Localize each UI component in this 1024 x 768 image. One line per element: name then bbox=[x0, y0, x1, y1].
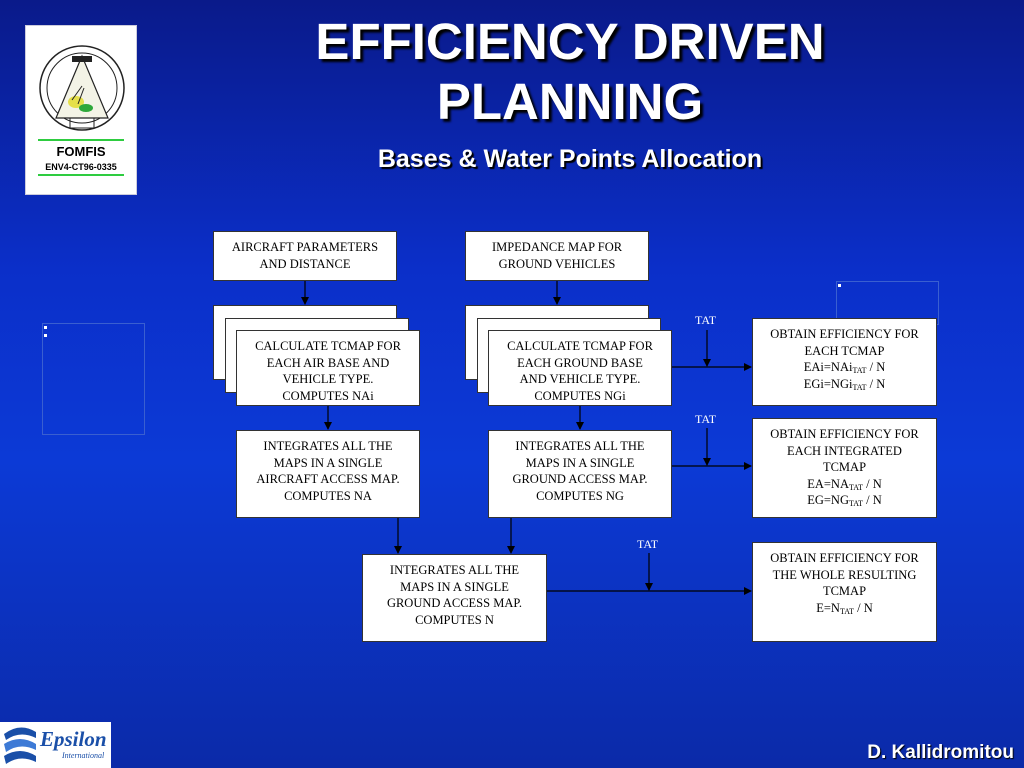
box-line: COMPUTES NA bbox=[284, 488, 372, 503]
formula-part: EAi=NAi bbox=[803, 360, 853, 374]
ghost-frame-left bbox=[42, 323, 145, 435]
efficiency-each-tcmap-box: OBTAIN EFFICIENCY FOR EACH TCMAP EAi=NAi… bbox=[752, 318, 937, 406]
calc-air-box: CALCULATE TCMAP FOR EACH AIR BASE AND VE… bbox=[236, 330, 420, 406]
box-line: COMPUTES NGi bbox=[534, 388, 626, 403]
formula-part: EG=NG bbox=[807, 493, 849, 507]
page-subtitle: Bases & Water Points Allocation bbox=[377, 145, 763, 173]
formula-subscript: TAT bbox=[849, 482, 864, 492]
fomfis-logo: FOMFIS ENV4-CT96-0335 bbox=[25, 25, 137, 195]
box-line: INTEGRATES ALL THE bbox=[389, 563, 520, 577]
integrate-ground-box: INTEGRATES ALL THE MAPS IN A SINGLE GROU… bbox=[488, 430, 672, 518]
formula-subscript: TAT bbox=[839, 606, 854, 616]
formula-part: / N bbox=[866, 476, 882, 491]
formula-eg: EG=NGTAT / N bbox=[753, 492, 936, 509]
box-line: EACH GROUND BASE bbox=[517, 355, 643, 370]
title-line-1: EFFICIENCY DRIVEN bbox=[315, 13, 825, 70]
tat-label-3: TAT bbox=[637, 537, 659, 551]
formula-subscript: TAT bbox=[852, 382, 867, 392]
epsilon-name: Epsilon bbox=[40, 727, 107, 751]
tat-label-1: TAT bbox=[695, 313, 717, 327]
aircraft-parameters-box: AIRCRAFT PARAMETERS AND DISTANCE bbox=[213, 231, 397, 281]
box-line: COMPUTES NG bbox=[536, 488, 624, 503]
formula-subscript: TAT bbox=[849, 499, 864, 508]
page-title: EFFICIENCY DRIVEN PLANNING bbox=[200, 12, 940, 132]
box-line: IMPEDANCE MAP FOR bbox=[491, 240, 623, 254]
formula-ea: EA=NATAT / N bbox=[753, 476, 936, 493]
box-line: OBTAIN EFFICIENCY FOR bbox=[770, 551, 919, 565]
box-line: COMPUTES NAi bbox=[282, 388, 374, 403]
formula-part: / N bbox=[869, 376, 886, 391]
box-line: AND DISTANCE bbox=[259, 256, 351, 271]
calc-ground-box: CALCULATE TCMAP FOR EACH GROUND BASE AND… bbox=[488, 330, 672, 406]
formula-e: E=NTAT / N bbox=[753, 600, 936, 617]
box-line: INTEGRATES ALL THE bbox=[263, 439, 393, 453]
box-line: GROUND ACCESS MAP. bbox=[512, 472, 648, 486]
formula-egi: EGi=NGiTAT / N bbox=[753, 376, 936, 393]
fomfis-emblem-icon bbox=[39, 45, 125, 131]
box-line: THE WHOLE RESULTING bbox=[772, 567, 917, 582]
formula-part: / N bbox=[866, 493, 882, 507]
box-line: EACH TCMAP bbox=[804, 343, 885, 358]
box-line: OBTAIN EFFICIENCY FOR bbox=[770, 327, 919, 341]
formula-subscript: TAT bbox=[852, 366, 867, 375]
box-line: OBTAIN EFFICIENCY FOR bbox=[770, 427, 919, 441]
box-line: CALCULATE TCMAP FOR bbox=[255, 339, 401, 353]
box-line: CALCULATE TCMAP FOR bbox=[507, 339, 653, 353]
box-line: TCMAP bbox=[822, 584, 867, 598]
logo-divider-top bbox=[38, 139, 124, 141]
box-line: TCMAP bbox=[822, 460, 867, 474]
epsilon-swirl-icon bbox=[4, 727, 36, 764]
ghost-bullet bbox=[44, 326, 47, 329]
tat-label-2: TAT bbox=[695, 412, 717, 426]
ghost-bullet bbox=[44, 334, 47, 337]
box-line: GROUND VEHICLES bbox=[498, 256, 616, 271]
formula-part: / N bbox=[869, 360, 886, 374]
box-line: AIRCRAFT ACCESS MAP. bbox=[256, 472, 400, 486]
formula-part: EGi=NGi bbox=[803, 376, 853, 391]
title-line-2: PLANNING bbox=[436, 73, 704, 130]
integrate-all-box: INTEGRATES ALL THE MAPS IN A SINGLE GROU… bbox=[362, 554, 547, 642]
formula-part: E=N bbox=[816, 600, 840, 615]
impedance-map-box: IMPEDANCE MAP FOR GROUND VEHICLES bbox=[465, 231, 649, 281]
box-line: EACH AIR BASE AND bbox=[266, 355, 390, 370]
integrate-air-box: INTEGRATES ALL THE MAPS IN A SINGLE AIRC… bbox=[236, 430, 420, 518]
efficiency-integrated-box: OBTAIN EFFICIENCY FOR EACH INTEGRATED TC… bbox=[752, 418, 937, 518]
box-line: MAPS IN A SINGLE bbox=[525, 455, 635, 470]
box-line: AIRCRAFT PARAMETERS bbox=[231, 240, 379, 254]
author-name: D. Kallidromitou bbox=[867, 742, 1014, 763]
ghost-bullet bbox=[838, 284, 841, 287]
box-line: COMPUTES N bbox=[415, 612, 494, 627]
formula-part: / N bbox=[857, 600, 873, 615]
box-line: MAPS IN A SINGLE bbox=[400, 579, 509, 594]
logo-code: ENV4-CT96-0335 bbox=[45, 162, 117, 172]
epsilon-logo: Epsilon International bbox=[0, 722, 111, 768]
formula-eai: EAi=NAiTAT / N bbox=[753, 359, 936, 376]
box-line: GROUND ACCESS MAP. bbox=[386, 596, 523, 610]
logo-divider-bottom bbox=[38, 174, 124, 176]
box-line: AND VEHICLE TYPE. bbox=[519, 372, 641, 386]
box-line: MAPS IN A SINGLE bbox=[273, 455, 383, 470]
formula-part: EA=NA bbox=[807, 476, 849, 491]
box-line: VEHICLE TYPE. bbox=[282, 372, 374, 386]
epsilon-subtitle: International bbox=[62, 751, 105, 760]
efficiency-whole-box: OBTAIN EFFICIENCY FOR THE WHOLE RESULTIN… bbox=[752, 542, 937, 642]
box-line: INTEGRATES ALL THE bbox=[515, 439, 645, 453]
box-line: EACH INTEGRATED bbox=[787, 443, 902, 458]
logo-name: FOMFIS bbox=[56, 144, 106, 159]
